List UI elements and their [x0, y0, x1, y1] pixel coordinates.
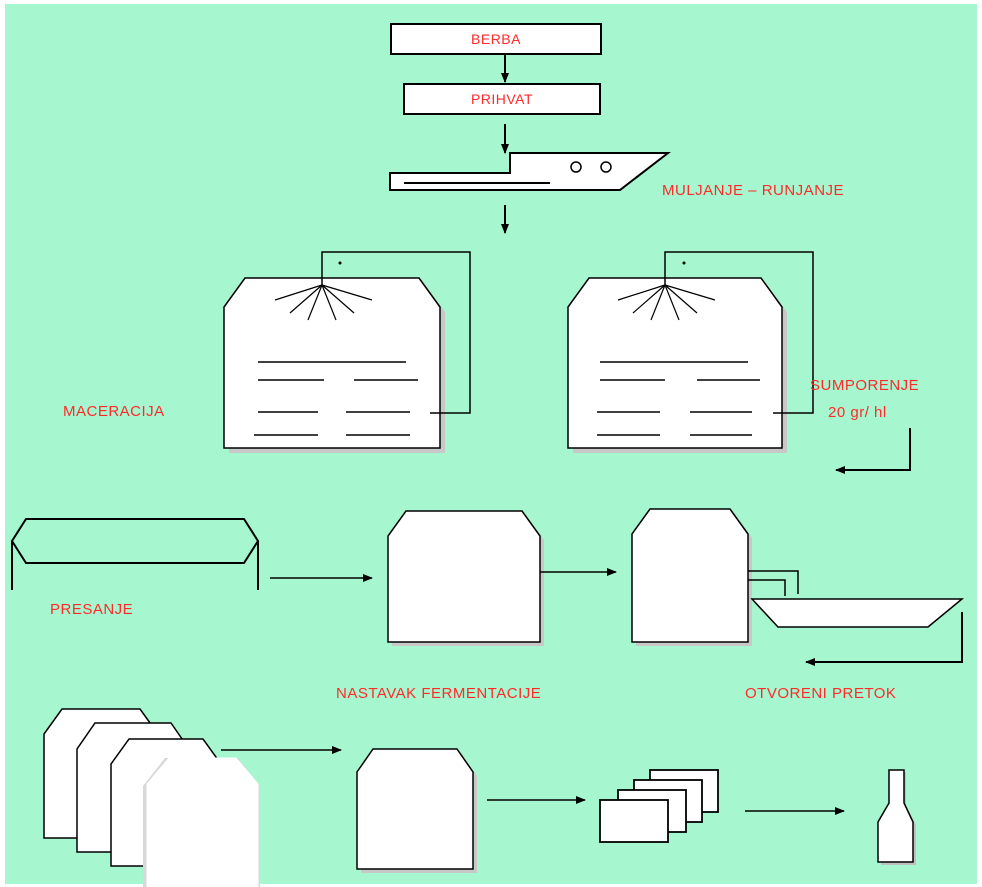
maceration-label: MACERACIJA — [63, 403, 165, 420]
storage-tanks-stack — [43, 708, 260, 887]
bottle-icon — [877, 769, 916, 865]
maceration-tank-left — [223, 251, 471, 453]
arrow-racking-return — [805, 612, 963, 666]
racking-label: OTVORENI PRETOK — [745, 685, 897, 702]
reception-box — [403, 83, 601, 115]
sulfuring-label: SUMPORENJE — [810, 377, 920, 394]
crusher-destemmer-icon — [389, 152, 671, 191]
fermentation-tank — [387, 510, 544, 646]
harvest-label: BERBA — [471, 31, 521, 47]
racking-trough-icon — [750, 598, 965, 628]
harvest-box — [390, 23, 602, 55]
pressing-label: PRESANJE — [50, 601, 134, 618]
second-fermentation-tank — [631, 508, 799, 646]
arrow-sulfuring-press — [835, 428, 911, 474]
finishing-tank — [356, 748, 477, 873]
maceration-tank-right — [567, 251, 814, 453]
fermentation-label: NASTAVAK FERMENTACIJE — [336, 685, 542, 702]
sulfuring-dose-label: 20 gr/ hl — [828, 404, 887, 421]
reception-label: PRIHVAT — [470, 91, 534, 107]
crushing-label: MULJANJE – RUNJANJE — [662, 182, 845, 199]
press-icon — [10, 518, 260, 590]
cartons-icon — [599, 769, 719, 843]
